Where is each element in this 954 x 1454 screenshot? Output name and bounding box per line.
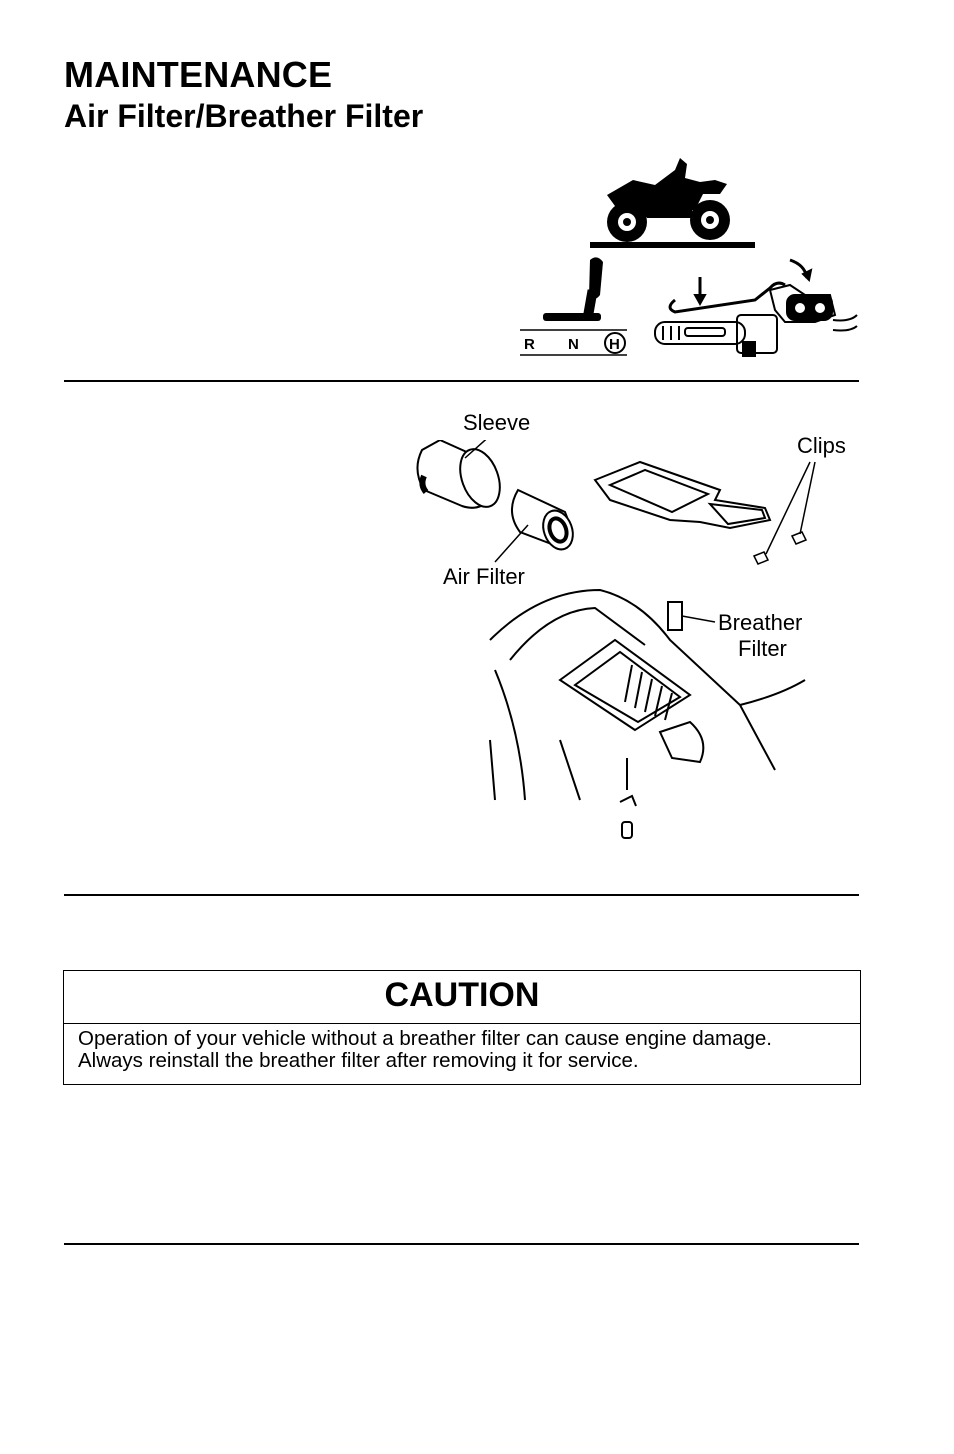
air-filter-icon [511, 488, 574, 551]
label-clips: Clips [797, 433, 846, 458]
airbox-cover-icon [593, 460, 772, 530]
level-ground [590, 242, 755, 248]
caution-text: Operation of your vehicle without a brea… [64, 1024, 860, 1072]
divider-1 [64, 380, 859, 382]
caution-box: CAUTION Operation of your vehicle withou… [63, 970, 861, 1085]
section-title: MAINTENANCE [64, 54, 333, 95]
caution-line-1: Operation of your vehicle without a brea… [78, 1027, 772, 1050]
label-sleeve: Sleeve [463, 410, 531, 435]
brake-lever-icon [654, 258, 858, 357]
gear-label-n: N [568, 336, 579, 353]
gear-label-r: R [524, 336, 535, 353]
gear-label-h: H [609, 336, 620, 353]
airbox-icon [489, 588, 806, 839]
sleeve-icon [416, 440, 501, 509]
gear-shifter-icon [520, 257, 627, 356]
divider-3 [64, 1243, 859, 1245]
divider-2 [64, 894, 859, 896]
clip-icon [752, 531, 808, 565]
label-breather-line1: Breather [718, 610, 803, 635]
breather-filter-icon [667, 601, 683, 631]
page-subtitle: Air Filter/Breather Filter [64, 98, 424, 134]
label-breather-line2: Filter [738, 636, 787, 661]
air-filter-parts-illustration [416, 440, 816, 839]
atv-icon [607, 158, 730, 242]
atv-parking-illustration: R N H [520, 158, 858, 357]
caution-heading: CAUTION [64, 971, 860, 1024]
caution-line-2: Always reinstall the breather filter aft… [78, 1049, 639, 1072]
label-air-filter: Air Filter [443, 564, 525, 589]
